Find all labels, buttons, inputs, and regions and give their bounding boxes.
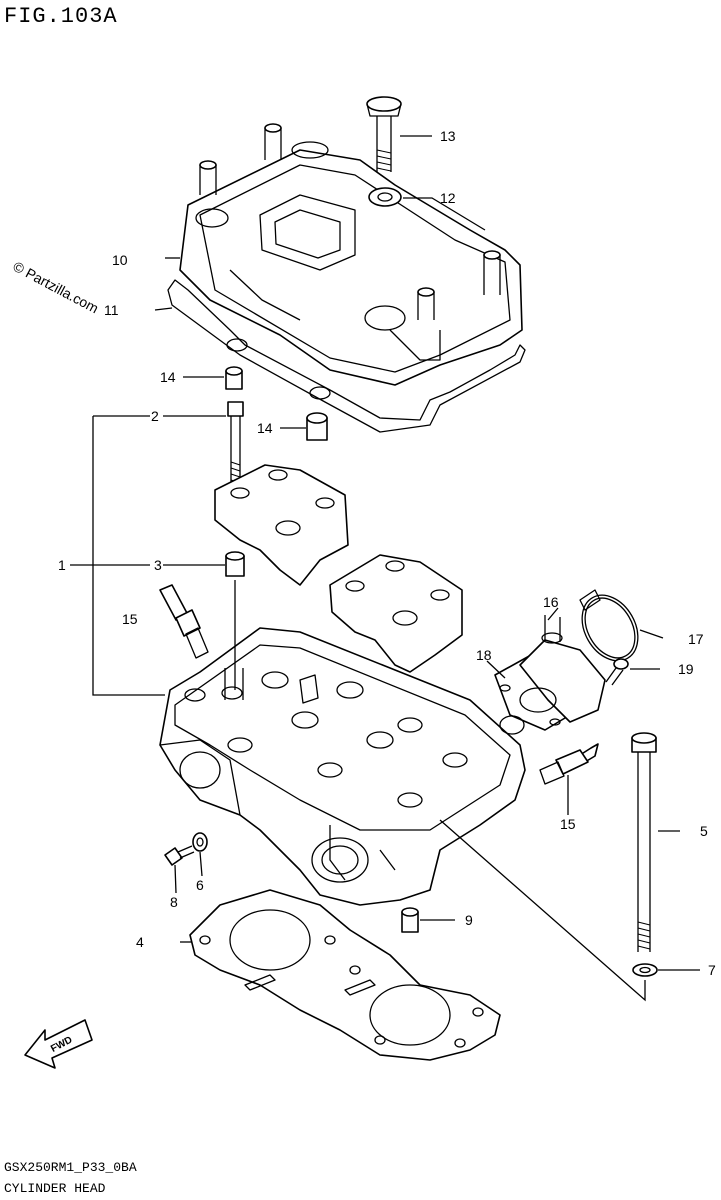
callout-1: 1 xyxy=(58,557,66,573)
bolt-13 xyxy=(366,96,402,172)
callout-16: 16 xyxy=(543,594,559,610)
callout-5: 5 xyxy=(700,823,708,839)
stud-bolt-2 xyxy=(227,401,244,485)
callout-19: 19 xyxy=(678,661,694,677)
callout-17: 17 xyxy=(688,631,704,647)
callout-2: 2 xyxy=(151,408,159,424)
spark-plug-right xyxy=(539,743,599,785)
washer-12 xyxy=(368,187,402,207)
callout-7: 7 xyxy=(708,962,716,978)
bolt-8 xyxy=(164,845,195,866)
head-gasket-4 xyxy=(189,889,501,1061)
dowel-14-upper xyxy=(225,366,243,390)
callout-15-right: 15 xyxy=(560,816,576,832)
callout-3: 3 xyxy=(154,557,162,573)
dowel-9 xyxy=(401,907,419,933)
screw-19 xyxy=(605,658,629,686)
leader-lines xyxy=(70,135,700,1002)
figure-title: FIG.103A xyxy=(4,4,118,29)
figure-code: GSX250RM1_P33_0BA xyxy=(4,1160,137,1175)
hose-clamp-17 xyxy=(579,589,639,662)
callout-14-upper: 14 xyxy=(160,369,176,385)
washer-6 xyxy=(192,832,208,852)
callout-10: 10 xyxy=(112,252,128,268)
dowel-14-lower xyxy=(306,412,328,441)
callout-14-lower: 14 xyxy=(257,420,273,436)
callout-6: 6 xyxy=(196,877,204,893)
bolt-5 xyxy=(631,732,657,952)
figure-caption: CYLINDER HEAD xyxy=(4,1181,106,1196)
spark-plug-left xyxy=(159,584,209,659)
cover-gasket xyxy=(167,279,526,433)
camshaft-holder-rear xyxy=(329,554,463,673)
callout-4: 4 xyxy=(136,934,144,950)
callout-13: 13 xyxy=(440,128,456,144)
callout-18: 18 xyxy=(476,647,492,663)
cylinder-head-cover xyxy=(179,123,523,386)
intake-pipe-16 xyxy=(494,615,606,731)
callout-11: 11 xyxy=(104,302,119,318)
cylinder-head xyxy=(159,627,526,906)
callout-8: 8 xyxy=(170,894,178,910)
callout-12: 12 xyxy=(440,190,456,206)
callout-9: 9 xyxy=(465,912,473,928)
intake-gasket-18 xyxy=(499,715,525,735)
washer-7 xyxy=(632,963,658,977)
fwd-arrow-icon: FWD xyxy=(24,1019,93,1069)
callout-15-left: 15 xyxy=(122,611,138,627)
camshaft-holder-front xyxy=(214,464,349,586)
dowel-3 xyxy=(225,551,245,577)
